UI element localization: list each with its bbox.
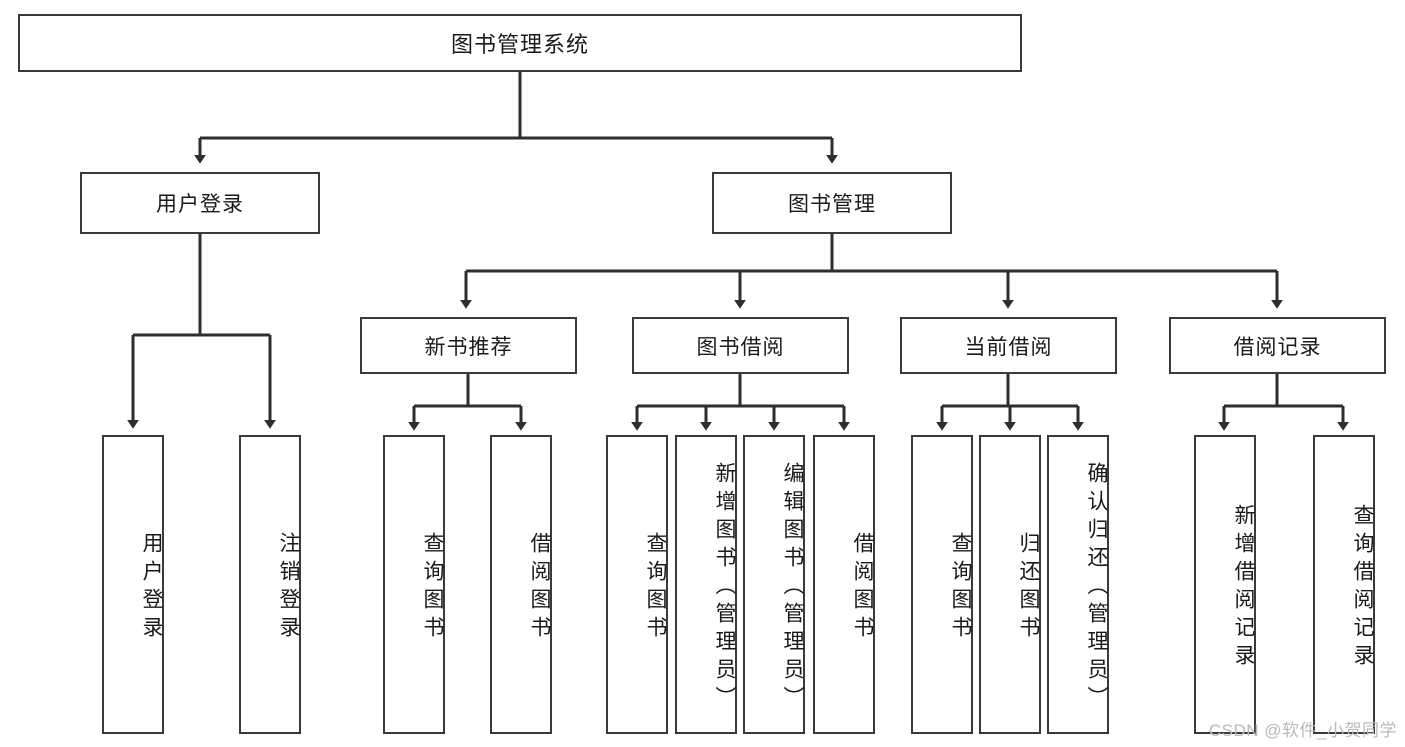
node-leaf-query-book-3[interactable]: 查询图书	[911, 435, 973, 734]
node-leaf-query-book-2-label: 查询图书	[644, 531, 667, 644]
node-leaf-borrow-book-2-label: 借阅图书	[851, 531, 874, 644]
node-leaf-add-record[interactable]: 新增借阅记录	[1194, 435, 1256, 734]
node-leaf-borrow-book-2[interactable]: 借阅图书	[813, 435, 875, 734]
node-leaf-query-book-2[interactable]: 查询图书	[606, 435, 668, 734]
node-leaf-logout-login[interactable]: 注销登录	[239, 435, 301, 734]
node-leaf-return-book-label: 归还图书	[1017, 531, 1040, 644]
node-book-borrow[interactable]: 图书借阅	[632, 317, 849, 374]
node-leaf-edit-book-label: 编辑图书（管理员）	[781, 461, 804, 714]
node-leaf-user-login-label: 用户登录	[140, 531, 163, 644]
node-leaf-query-book-3-label: 查询图书	[949, 531, 972, 644]
node-current-borrow[interactable]: 当前借阅	[900, 317, 1117, 374]
node-leaf-user-login[interactable]: 用户登录	[102, 435, 164, 734]
node-leaf-borrow-book-1[interactable]: 借阅图书	[490, 435, 552, 734]
node-leaf-query-book-1[interactable]: 查询图书	[383, 435, 445, 734]
node-leaf-add-record-label: 新增借阅记录	[1232, 503, 1255, 672]
node-root-system[interactable]: 图书管理系统	[18, 14, 1022, 72]
node-leaf-query-record[interactable]: 查询借阅记录	[1313, 435, 1375, 734]
node-leaf-borrow-book-1-label: 借阅图书	[528, 531, 551, 644]
node-leaf-confirm-return-label: 确认归还（管理员）	[1085, 461, 1108, 714]
node-leaf-return-book[interactable]: 归还图书	[979, 435, 1041, 734]
node-borrow-record[interactable]: 借阅记录	[1169, 317, 1386, 374]
node-leaf-add-book-label: 新增图书（管理员）	[713, 461, 736, 714]
node-user-login[interactable]: 用户登录	[80, 172, 320, 234]
node-leaf-logout-login-label: 注销登录	[277, 531, 300, 644]
node-leaf-edit-book[interactable]: 编辑图书（管理员）	[743, 435, 805, 734]
node-new-book-recommend[interactable]: 新书推荐	[360, 317, 577, 374]
node-leaf-add-book[interactable]: 新增图书（管理员）	[675, 435, 737, 734]
node-leaf-query-book-1-label: 查询图书	[421, 531, 444, 644]
csdn-watermark: CSDN @软件_小贺同学	[1208, 721, 1397, 740]
node-book-manage[interactable]: 图书管理	[712, 172, 952, 234]
node-leaf-confirm-return[interactable]: 确认归还（管理员）	[1047, 435, 1109, 734]
node-leaf-query-record-label: 查询借阅记录	[1351, 503, 1374, 672]
